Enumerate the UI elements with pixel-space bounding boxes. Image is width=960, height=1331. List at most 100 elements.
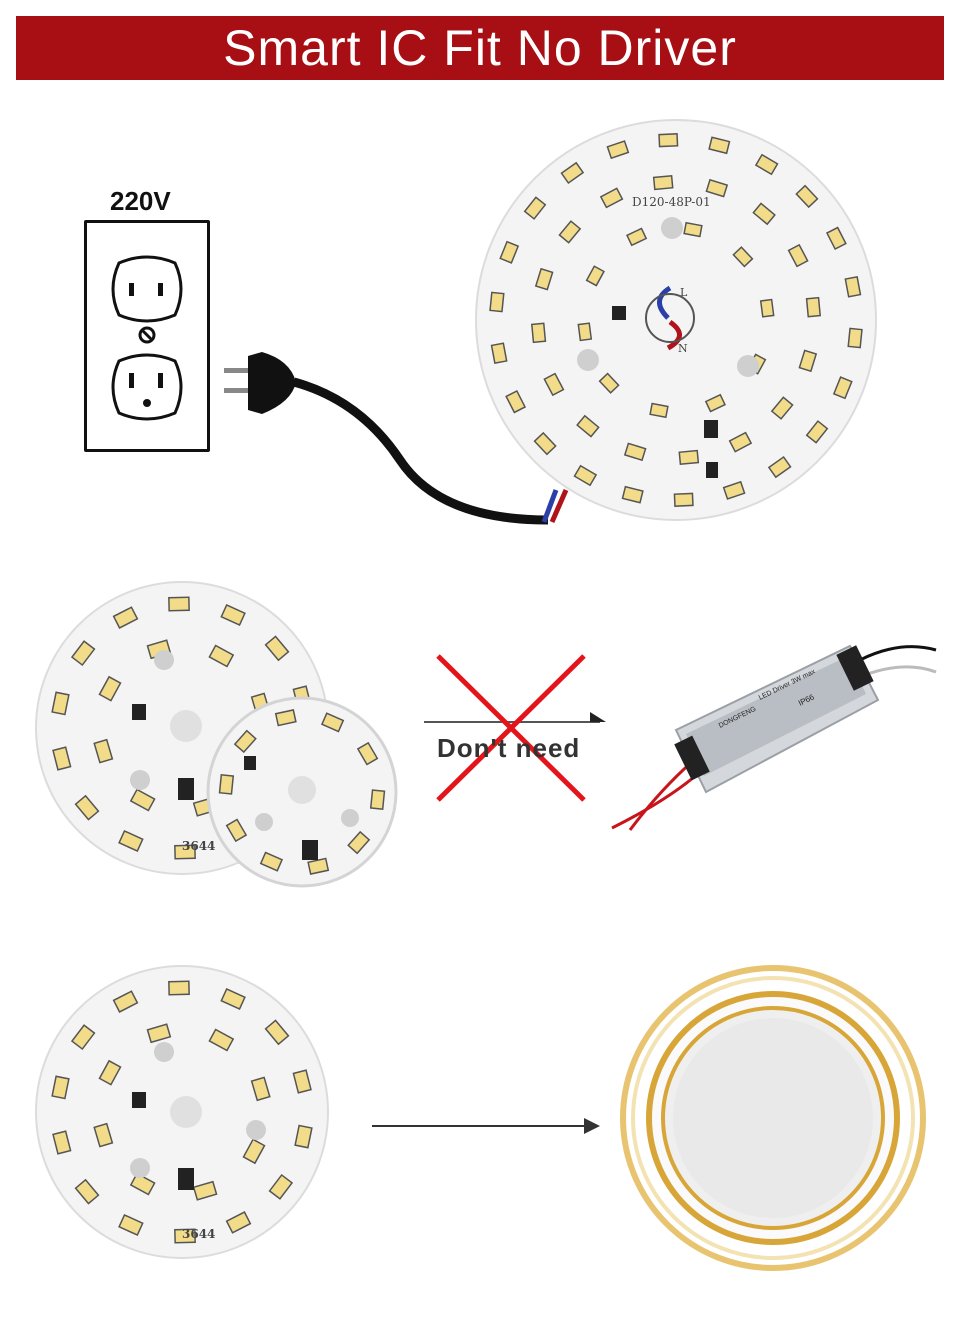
led-chip	[51, 691, 70, 716]
led-chip	[844, 275, 862, 298]
led-chip	[505, 389, 527, 414]
led-chip	[832, 376, 853, 400]
led-chip	[74, 794, 100, 821]
led-chip	[752, 202, 776, 226]
ic-chip-icon	[178, 778, 194, 800]
led-chip	[708, 136, 731, 155]
led-chip	[98, 675, 122, 702]
led-chip	[268, 1173, 294, 1200]
led-chip	[577, 322, 593, 342]
led-chip	[250, 1076, 271, 1102]
led-chip	[208, 644, 235, 668]
led-chip	[543, 372, 565, 397]
led-chip	[489, 291, 505, 313]
led-chip	[52, 746, 72, 771]
ic-chip-icon	[178, 1168, 194, 1190]
led-chip	[585, 265, 605, 287]
led-chip	[320, 712, 345, 733]
led-chip	[174, 844, 196, 860]
led-chip	[759, 298, 775, 318]
ic-chip-icon	[706, 462, 718, 478]
led-chip	[274, 709, 297, 727]
led-chip	[356, 741, 379, 766]
led-chip	[732, 246, 754, 268]
led-chip	[233, 729, 257, 754]
led-chip	[264, 635, 290, 662]
led-chip	[225, 1211, 252, 1234]
led-chip	[93, 1122, 114, 1148]
led-chip	[129, 1172, 156, 1196]
small-led-board	[206, 696, 398, 888]
led-chip	[673, 492, 694, 507]
led-chip	[118, 1213, 144, 1237]
led-chip	[118, 829, 144, 853]
led-chip	[798, 349, 818, 373]
large-led-board: D120-48P-01 L N	[475, 119, 877, 521]
led-chip	[98, 1059, 122, 1086]
led-chip	[678, 449, 700, 466]
led-chip	[499, 240, 520, 264]
page-title: Smart IC Fit No Driver	[223, 20, 737, 76]
led-chip	[558, 220, 582, 244]
medium-board-model-label: 3644	[182, 839, 215, 853]
led-chips-small	[218, 709, 386, 875]
led-chip	[168, 980, 190, 996]
led-chip	[264, 1019, 290, 1046]
ic-chip-icon	[132, 704, 146, 720]
led-chip	[847, 327, 863, 349]
cross-icon	[424, 654, 606, 802]
led-chip	[112, 606, 139, 629]
led-chip	[621, 485, 644, 504]
led-chip	[805, 296, 822, 318]
voltage-label: 220V	[110, 186, 171, 216]
led-chip	[242, 1138, 266, 1165]
led-chip	[112, 990, 139, 1013]
wall-outlet	[84, 220, 210, 452]
led-chip	[225, 818, 248, 843]
led-chip	[534, 267, 554, 291]
led-chip	[220, 603, 246, 627]
led-chip	[770, 396, 794, 420]
led-chip	[649, 402, 669, 419]
led-chip	[523, 196, 547, 220]
ic-chip-icon	[612, 306, 626, 320]
led-chip	[51, 1075, 70, 1100]
led-chips-bottom	[51, 980, 313, 1244]
led-chip	[174, 1228, 196, 1244]
led-chip	[606, 140, 630, 160]
bottom-led-board: 3644	[35, 965, 329, 1259]
led-chip	[74, 1178, 100, 1205]
led-chip	[369, 789, 386, 810]
ic-chip-icon	[244, 756, 256, 770]
led-chip	[129, 788, 156, 812]
header-banner: Smart IC Fit No Driver	[16, 16, 944, 80]
outlet-faceplate-icon	[111, 255, 183, 421]
led-chip	[208, 1028, 235, 1052]
led-driver-box: DONGFENG LED Driver 3W max IP66	[611, 644, 937, 831]
ic-chip-icon	[132, 1092, 146, 1108]
led-chip	[652, 174, 674, 191]
led-chip	[218, 774, 235, 795]
led-chip	[490, 342, 508, 365]
led-chip	[767, 455, 792, 479]
led-chips-large	[489, 133, 863, 507]
ic-chip-icon	[302, 840, 318, 860]
pin-live-label: L	[680, 286, 688, 299]
led-chip	[168, 596, 190, 612]
led-chip	[93, 738, 114, 764]
power-plug-icon	[224, 352, 569, 525]
led-chip	[292, 1069, 312, 1094]
pin-neutral-label: N	[678, 342, 688, 355]
led-chip	[347, 830, 371, 855]
downlight-lamp-icon	[620, 965, 926, 1271]
large-board-model-label: D120-48P-01	[632, 195, 711, 209]
ic-chip-icon	[704, 420, 718, 438]
led-chip	[533, 431, 557, 456]
led-chip	[623, 442, 647, 462]
led-chip	[70, 640, 96, 667]
led-chip	[560, 161, 585, 185]
led-chip	[722, 480, 746, 500]
led-chip	[52, 1130, 72, 1155]
led-chip	[220, 987, 246, 1011]
